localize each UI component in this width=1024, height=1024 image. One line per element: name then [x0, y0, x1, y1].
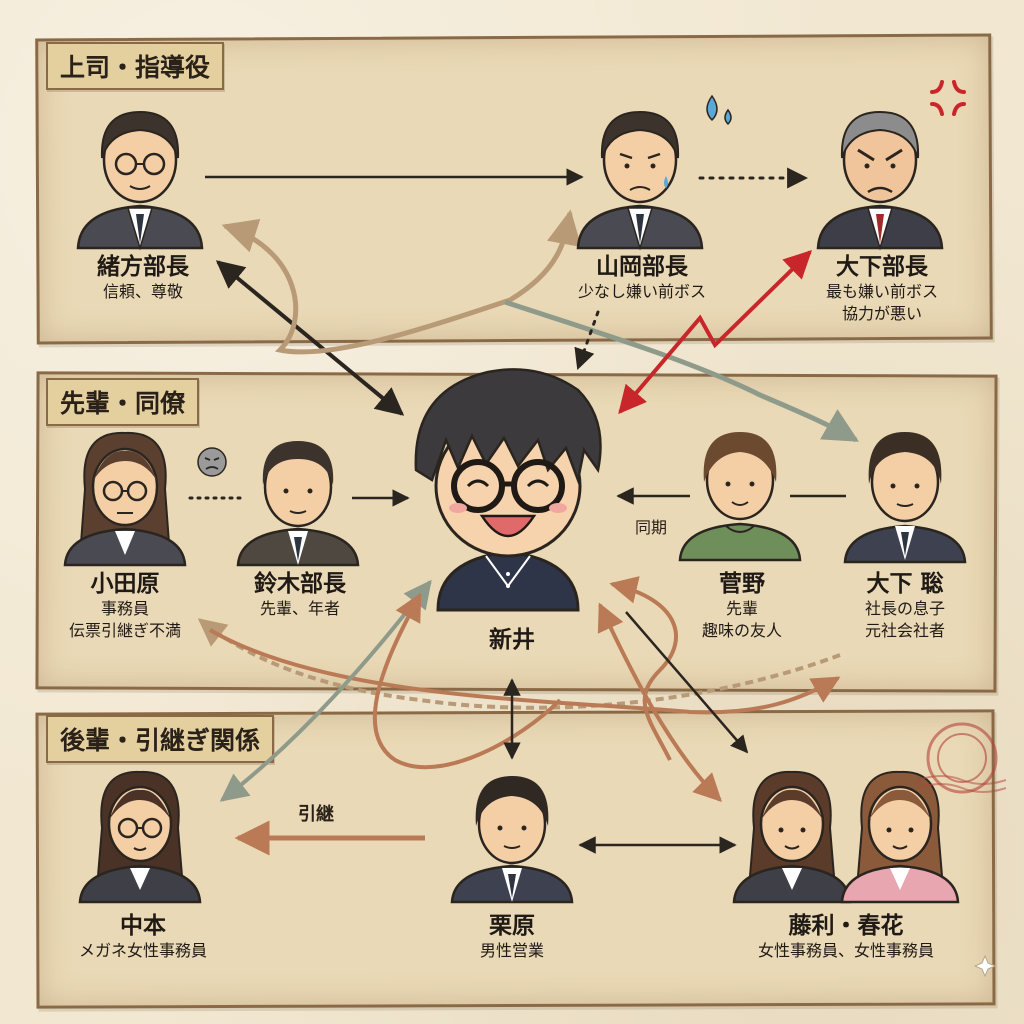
- person-desc-fujitoshi: 女性事務員、女性事務員: [757, 941, 935, 960]
- avatar-nakamoto: [78, 770, 202, 904]
- person-name-kurihara: 栗原: [488, 913, 535, 939]
- person-desc-nakamoto: メガネ女性事務員: [78, 941, 208, 960]
- person-label-fujitoshi: 藤利・春花 女性事務員、女性事務員: [758, 912, 934, 962]
- edge-label-douki: 同期: [635, 518, 668, 537]
- arrow-oshita-bucho-arai-red: [618, 250, 813, 415]
- arrow-arai-loop-brown: [372, 592, 562, 770]
- person-desc-suzuki: 先輩、年者: [259, 599, 340, 618]
- avatar-kurihara: [450, 776, 574, 904]
- person-name-arai: 新井: [489, 627, 535, 653]
- person-label-kurihara: 栗原 男性営業: [480, 912, 544, 962]
- person-desc2-sugano: 趣味の友人: [701, 621, 783, 640]
- avatar-oshita-satoshi: [843, 432, 967, 564]
- person-desc-yamaoka: 少なし嫌い前ボス: [577, 282, 707, 301]
- avatar-suzuki: [236, 441, 360, 567]
- postmark-stamp-icon: [917, 722, 1007, 794]
- section-title-boss: 上司・指導役: [46, 42, 225, 90]
- person-name-yamaoka: 山岡部長: [595, 254, 688, 280]
- avatar-oshita-bucho: [816, 110, 944, 251]
- annoyed-face-icon: [197, 447, 227, 477]
- section-title-peer: 先輩・同僚: [46, 378, 200, 426]
- person-desc1-oshita-bucho: 最も嫌い前ボス: [825, 282, 939, 301]
- person-label-yamaoka: 山岡部長 少なし嫌い前ボス: [578, 253, 706, 303]
- person-name-oshita-satoshi: 大下 聡: [866, 571, 944, 597]
- sweat-drop-icon: [706, 94, 732, 126]
- sparkle-icon: [973, 954, 997, 978]
- avatar-yamaoka: [576, 110, 704, 251]
- person-label-ogata: 緒方部長 信頼、尊敬: [97, 253, 189, 303]
- arrow-yamaoka-to-arai-dotted: [574, 310, 600, 370]
- person-desc1-oshita-satoshi: 社長の息子: [864, 599, 946, 618]
- person-desc2-oshita-bucho: 協力が悪い: [841, 304, 923, 323]
- avatar-ogata: [76, 110, 204, 251]
- person-name-nakamoto: 中本: [119, 913, 166, 939]
- person-label-oshita-bucho: 大下部長 最も嫌い前ボス 協力が悪い: [826, 253, 938, 325]
- person-desc2-odawara: 伝票引継ぎ不満: [68, 621, 182, 640]
- person-desc2-oshita-satoshi: 元社会社者: [864, 621, 946, 640]
- arrow-tan-ogata-yamaoka: [221, 209, 582, 355]
- person-label-odawara: 小田原 事務員 伝票引継ぎ不満: [69, 570, 181, 642]
- person-label-nakamoto: 中本 メガネ女性事務員: [79, 912, 207, 962]
- avatar-sugano: [678, 432, 802, 562]
- arrow-ogata-arai: [215, 260, 405, 416]
- arrow-arai-to-fujitoshi-brown: [597, 602, 722, 802]
- anger-mark-icon: [930, 80, 966, 116]
- avatar-arai: [414, 368, 602, 612]
- person-desc1-odawara: 事務員: [100, 599, 150, 618]
- person-name-odawara: 小田原: [90, 571, 160, 597]
- person-label-oshita-satoshi: 大下 聡 社長の息子 元社会社者: [865, 570, 945, 642]
- avatar-odawara: [63, 431, 187, 567]
- person-desc1-sugano: 先輩: [725, 599, 759, 618]
- person-name-sugano: 菅野: [718, 571, 765, 597]
- person-name-oshita-bucho: 大下部長: [835, 254, 928, 280]
- person-label-suzuki: 鈴木部長 先輩、年者: [254, 570, 346, 620]
- arrow-arai-to-fujitoshi-dark: [625, 611, 749, 754]
- person-name-suzuki: 鈴木部長: [254, 571, 346, 597]
- person-label-sugano: 菅野 先輩 趣味の友人: [702, 570, 782, 642]
- person-desc-ogata: 信頼、尊敬: [102, 282, 183, 301]
- avatar-fujitoshi-2: [840, 770, 960, 904]
- edge-label-hikitsugi: 引継: [298, 804, 334, 825]
- avatar-fujitoshi-1: [732, 770, 852, 904]
- person-name-fujitoshi: 藤利・春花: [788, 913, 904, 939]
- person-label-arai: 新井: [489, 626, 535, 654]
- arrow-arai-to-fujitoshi-curve: [609, 576, 678, 761]
- person-desc-kurihara: 男性営業: [479, 941, 545, 960]
- person-name-ogata: 緒方部長: [97, 254, 189, 280]
